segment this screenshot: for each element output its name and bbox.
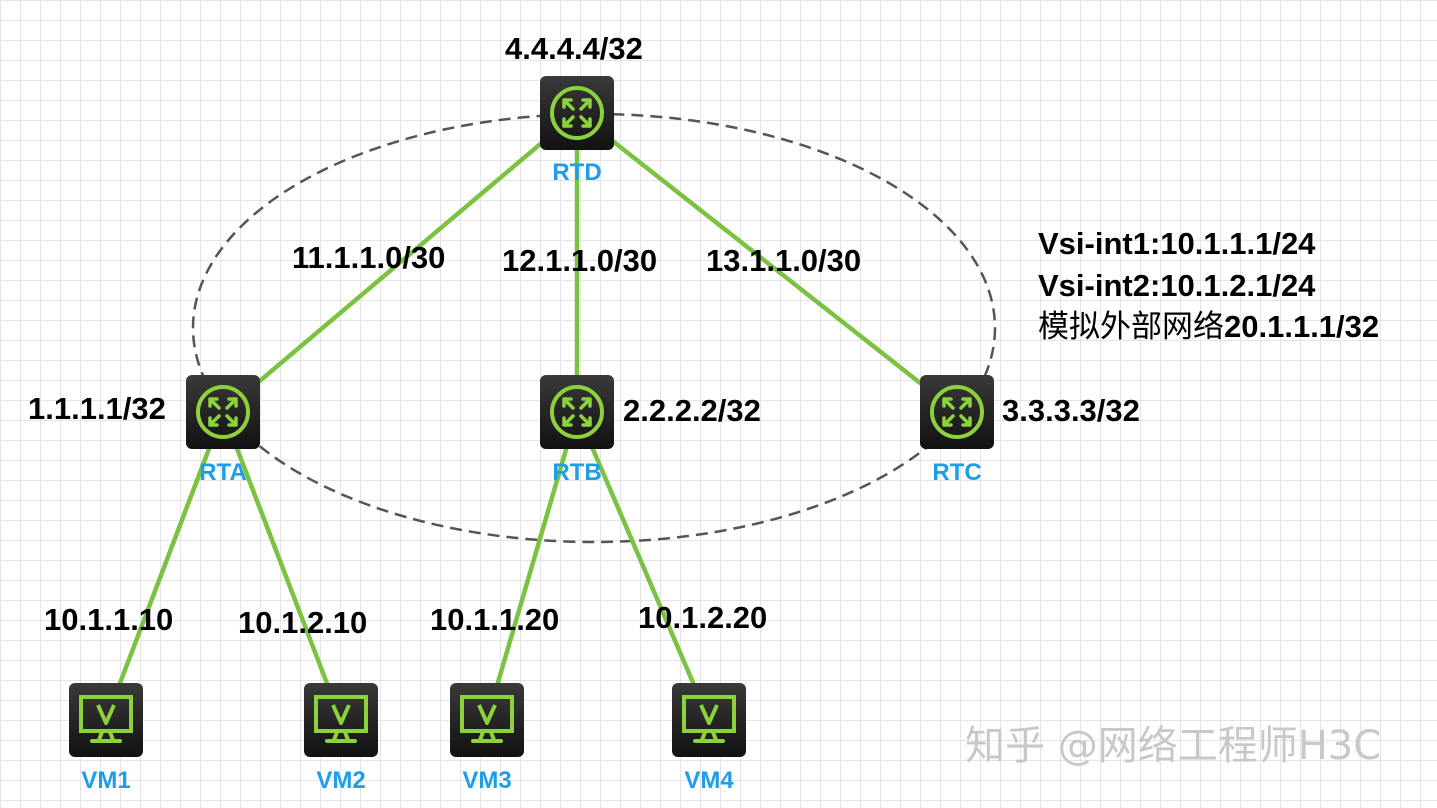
vm-monitor-icon-vm4[interactable] [670, 681, 748, 759]
vm2-name-label: VM2 [316, 767, 366, 794]
link-rta-vm1 [103, 409, 226, 723]
rtd-loopback-label: 4.4.4.4/32 [505, 31, 643, 66]
vm2-ip-label: 10.1.2.10 [238, 605, 368, 640]
vm-monitor-icon-vm1[interactable] [67, 681, 145, 759]
vm4-ip-label: 10.1.2.20 [638, 600, 768, 635]
external-network-note: 模拟外部网络20.1.1.1/32 [1038, 311, 1379, 343]
rta-loopback-label: 1.1.1.1/32 [28, 391, 166, 426]
link-rtd-rtc [574, 110, 960, 415]
vm3-ip-label: 10.1.1.20 [430, 602, 560, 637]
rtc-name-label: RTC [932, 459, 982, 486]
vm1-name-label: VM1 [81, 767, 131, 794]
vsi-int2-note: Vsi-int2:10.1.2.1/24 [1038, 268, 1316, 303]
vm-monitor-icon-vm3[interactable] [448, 681, 526, 759]
router-icon-rtd[interactable] [538, 74, 616, 152]
vm3-name-label: VM3 [462, 767, 512, 794]
link-subnet-rta: 11.1.1.0/30 [292, 240, 446, 275]
vm-monitor-icon-vm2[interactable] [302, 681, 380, 759]
link-rtb-vm3 [484, 409, 580, 723]
external-network-prefix: 模拟外部网络 [1038, 309, 1224, 345]
vm1-ip-label: 10.1.1.10 [44, 602, 174, 637]
rtc-loopback-label: 3.3.3.3/32 [1002, 393, 1140, 428]
vsi-int1-note: Vsi-int1:10.1.1.1/24 [1038, 226, 1316, 261]
rtb-loopback-label: 2.2.2.2/32 [623, 393, 761, 428]
vm4-name-label: VM4 [684, 767, 734, 794]
rta-name-label: RTA [199, 459, 247, 486]
external-network-address: 20.1.1.1/32 [1224, 309, 1380, 344]
rtb-name-label: RTB [552, 459, 602, 486]
link-rta-vm2 [220, 409, 344, 723]
link-subnet-rtc: 13.1.1.0/30 [706, 243, 862, 278]
link-rtb-vm4 [574, 409, 712, 723]
link-rtd-rta [220, 110, 580, 415]
router-icon-rta[interactable] [184, 373, 262, 451]
router-icon-rtb[interactable] [538, 373, 616, 451]
router-icon-rtc[interactable] [918, 373, 996, 451]
watermark: 知乎 @网络工程师H3C [965, 723, 1382, 769]
rtd-name-label: RTD [552, 159, 602, 186]
link-subnet-rtb: 12.1.1.0/30 [502, 243, 658, 278]
